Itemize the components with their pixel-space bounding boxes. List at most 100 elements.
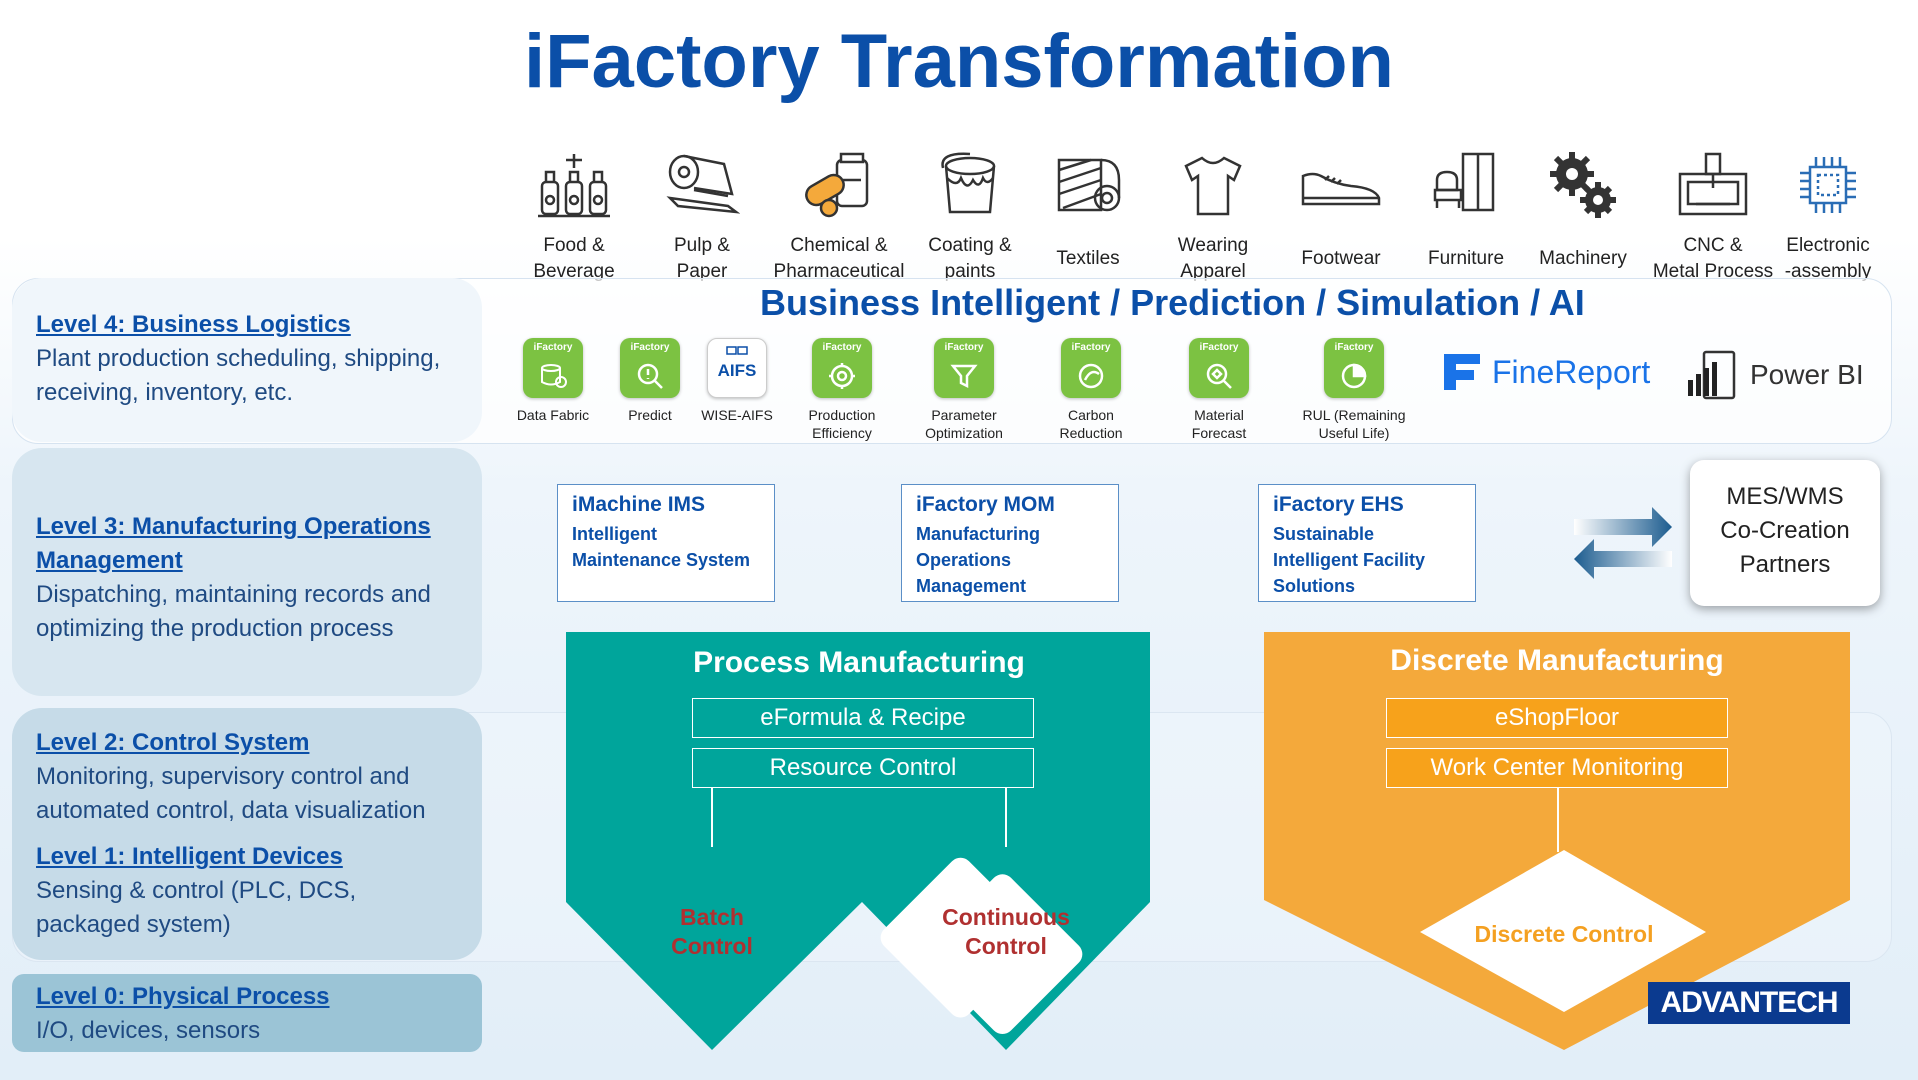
finereport-icon — [1444, 354, 1480, 390]
app-name: Material Forecast — [1191, 407, 1247, 441]
app-name: Data Fabric — [516, 407, 590, 423]
app-rul[interactable]: iFactory RUL (Remaining Useful Life) — [1294, 338, 1414, 442]
level1-title[interactable]: Level 1: Intelligent Devices — [36, 843, 343, 870]
system-title: iFactory EHS — [1273, 493, 1404, 516]
industry-label: Food & Beverage — [533, 235, 615, 282]
app-tag: iFactory — [533, 342, 573, 353]
parameter-icon — [950, 364, 978, 389]
app-tag: iFactory — [1071, 342, 1111, 353]
process-item-eformula[interactable]: eFormula & Recipe — [692, 698, 1034, 738]
level4-box: Level 4: Business Logistics Plant produc… — [12, 278, 482, 442]
arrow-left-icon — [1574, 539, 1672, 579]
process-title: Process Manufacturing — [693, 646, 1025, 679]
level2-title[interactable]: Level 2: Control System — [36, 729, 310, 756]
industry-textiles: Textiles — [1018, 145, 1158, 285]
process-item-resource-control[interactable]: Resource Control — [692, 748, 1034, 788]
rul-icon — [1341, 363, 1367, 389]
industry-pulp-paper: Pulp & Paper — [632, 145, 772, 285]
discrete-item-eshopfloor[interactable]: eShopFloor — [1386, 698, 1728, 738]
industry-food-beverage: Food & Beverage — [504, 145, 644, 285]
industry-label: Footwear — [1301, 248, 1381, 269]
level2-1-box: Level 2: Control System Monitoring, supe… — [12, 708, 482, 960]
efficiency-icon — [829, 363, 855, 389]
industry-label: Furniture — [1427, 248, 1505, 269]
chip-icon — [1800, 157, 1856, 213]
pills-icon — [805, 152, 869, 218]
system-body: Manufacturing Operations Management — [916, 524, 1040, 596]
carbon-icon — [1078, 363, 1104, 389]
continuous-diamond — [922, 874, 1083, 1035]
mes-wms-box[interactable]: MES/WMS Co-Creation Partners — [1690, 460, 1880, 606]
industry-cnc: CNC & Metal Process — [1643, 145, 1783, 285]
level0-title[interactable]: Level 0: Physical Process — [36, 983, 330, 1010]
level1-desc: Sensing & control (PLC, DCS, packaged sy… — [36, 877, 357, 938]
batch-control-label: Batch Control — [671, 904, 753, 959]
aifs-badge: AIFS — [717, 361, 757, 380]
discrete-item-work-center[interactable]: Work Center Monitoring — [1386, 748, 1728, 788]
industry-apparel: Wearing Apparel — [1143, 145, 1283, 285]
exchange-arrows — [1574, 507, 1672, 579]
app-tag: iFactory — [944, 342, 984, 353]
system-body: Intelligent Maintenance System — [572, 524, 751, 570]
discrete-title: Discrete Manufacturing — [1390, 644, 1724, 677]
system-title: iFactory MOM — [916, 493, 1055, 516]
level4-desc: Plant production scheduling, shipping, r… — [36, 345, 441, 406]
page-title: iFactory Transformation — [524, 19, 1394, 104]
discrete-control-label: Discrete Control — [1474, 921, 1654, 947]
app-name: Predict — [628, 407, 672, 423]
industry-label: CNC & Metal Process — [1652, 235, 1774, 282]
level2-desc: Monitoring, supervisory control and auto… — [36, 763, 426, 824]
industry-electronic: Electronic -assembly — [1758, 145, 1898, 285]
powerbi-text: Power BI — [1750, 359, 1864, 390]
cnc-machine-icon — [1678, 152, 1748, 216]
app-name: RUL (Remaining Useful Life) — [1302, 407, 1406, 441]
industry-furniture: Furniture — [1396, 145, 1536, 285]
discrete-diamond — [1420, 850, 1706, 1012]
app-predict[interactable]: iFactory Predict — [590, 338, 710, 424]
app-name: Carbon Reduction — [1059, 407, 1123, 441]
system-imachine-ims[interactable]: iMachine IMS Intelligent Maintenance Sys… — [557, 484, 775, 602]
industry-label: Textiles — [1056, 248, 1120, 269]
finereport-logo: FineReport — [1440, 350, 1650, 394]
app-data-fabric[interactable]: iFactory Data Fabric — [493, 338, 613, 424]
level0-desc: I/O, devices, sensors — [36, 1017, 261, 1044]
fabric-roll-icon — [1057, 158, 1121, 212]
industry-machinery: Machinery — [1513, 145, 1653, 285]
system-title: iMachine IMS — [572, 493, 706, 516]
advantech-logo: ADVANTECH — [1648, 982, 1850, 1024]
level4-title[interactable]: Level 4: Business Logistics — [36, 311, 351, 338]
paint-bucket-icon — [941, 152, 996, 214]
app-tag: iFactory — [1199, 342, 1239, 353]
industry-label: Machinery — [1539, 248, 1627, 269]
app-tag: iFactory — [1334, 342, 1374, 353]
system-ifactory-ehs[interactable]: iFactory EHS Sustainable Intelligent Fac… — [1258, 484, 1476, 602]
system-body: Sustainable Intelligent Facility Solutio… — [1273, 524, 1426, 596]
industry-label: Chemical & Pharmaceutical — [773, 235, 905, 282]
app-carbon-reduction[interactable]: iFactory Carbon Reduction — [1031, 338, 1151, 442]
finereport-text: FineReport — [1492, 353, 1651, 390]
app-wise-aifs[interactable]: AIFS WISE-AIFS — [677, 338, 797, 424]
app-production-efficiency[interactable]: iFactory Production Efficiency — [782, 338, 902, 442]
bottles-icon — [538, 154, 610, 218]
material-icon — [1206, 363, 1232, 389]
app-parameter-optimization[interactable]: iFactory Parameter Optimization — [904, 338, 1024, 442]
app-name: WISE-AIFS — [701, 407, 773, 423]
system-ifactory-mom[interactable]: iFactory MOM Manufacturing Operations Ma… — [901, 484, 1119, 602]
level3-box: Level 3: Manufacturing Operations Manage… — [12, 448, 482, 696]
arrow-right-icon — [1574, 507, 1672, 547]
aifs-icon — [726, 346, 748, 355]
shoe-icon — [1301, 172, 1381, 206]
level3-title[interactable]: Level 3: Manufacturing Operations Manage… — [36, 513, 431, 574]
process-manufacturing-shape — [566, 632, 1150, 1050]
level3-desc: Dispatching, maintaining records and opt… — [36, 581, 431, 642]
app-name: Parameter Optimization — [925, 407, 1003, 441]
data-fabric-icon — [541, 364, 567, 388]
industry-footwear: Footwear — [1271, 145, 1411, 285]
industry-label: Wearing Apparel — [1177, 235, 1249, 282]
app-material-forecast[interactable]: iFactory Material Forecast — [1159, 338, 1279, 442]
bi-title: Business Intelligent / Prediction / Simu… — [760, 282, 1585, 323]
powerbi-icon — [1688, 350, 1736, 400]
app-tag: iFactory — [630, 342, 670, 353]
chair-icon — [1433, 152, 1495, 212]
industry-chemical: Chemical & Pharmaceutical — [769, 145, 909, 285]
